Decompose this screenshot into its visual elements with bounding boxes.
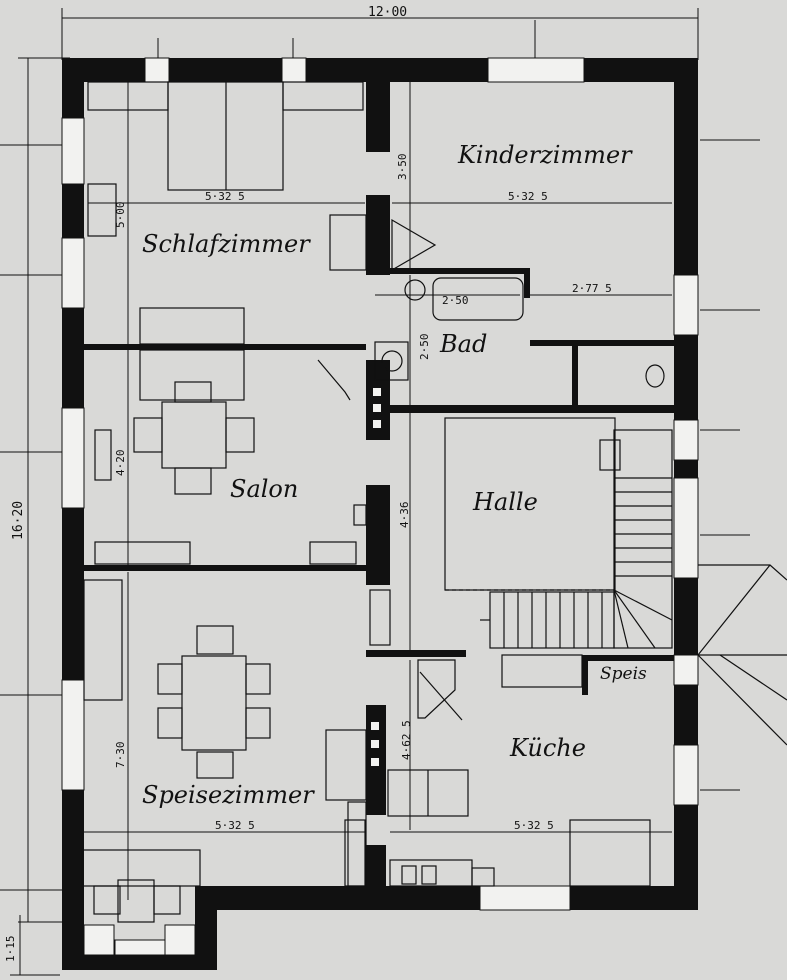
room-labels: Kinderzimmer Schlafzimmer Bad Salon Hall…	[142, 141, 647, 809]
dim-halle-depth: 4·36	[398, 502, 411, 529]
dim-salon-depth: 4·20	[114, 450, 127, 477]
dining-table	[181, 655, 247, 751]
entrance-canopy	[697, 564, 787, 746]
dim-schlafzimmer-depth: 5·00	[114, 202, 127, 229]
room-label-bad: Bad	[439, 330, 487, 358]
room-label-schlafzimmer: Schlafzimmer	[142, 230, 311, 258]
room-label-speisezimmer: Speisezimmer	[142, 781, 315, 809]
dim-speisezimmer-width: 5·32 5	[215, 819, 255, 832]
staircase	[480, 429, 673, 649]
room-label-salon: Salon	[230, 475, 298, 503]
dim-kinderzimmer-width: 5·32 5	[508, 190, 548, 203]
dim-kueche-depth: 4·62 5	[400, 720, 413, 760]
bathtub	[432, 277, 524, 321]
dim-kueche-width: 5·32 5	[514, 819, 554, 832]
windows	[61, 57, 699, 956]
interior-walls	[84, 82, 674, 890]
dim-overall-depth: 16·20	[11, 501, 26, 540]
dimension-labels: 12·00 16·20 1·15 5·32 5 5·32 5 5·00 3·50…	[4, 5, 612, 962]
furniture	[81, 81, 787, 923]
dim-schlafzimmer-width: 5·32 5	[205, 190, 245, 203]
dim-overall-width: 12·00	[368, 5, 407, 20]
dim-kinderzimmer-depth: 3·50	[396, 154, 409, 181]
room-label-halle: Halle	[472, 488, 538, 516]
dim-bad-width: 2·50	[442, 294, 469, 307]
chimney-flues	[371, 388, 381, 766]
toilet	[645, 364, 665, 388]
dimension-lines	[0, 8, 760, 976]
room-label-speis: Speis	[600, 664, 647, 684]
room-label-kinderzimmer: Kinderzimmer	[457, 141, 633, 169]
room-label-kueche: Küche	[509, 734, 586, 762]
dim-corridor-width: 2·77 5	[572, 282, 612, 295]
dim-bay-depth: 1·15	[4, 936, 17, 963]
dim-bad-depth: 2·50	[418, 334, 431, 361]
dim-speisezimmer-depth: 7·30	[114, 742, 127, 769]
